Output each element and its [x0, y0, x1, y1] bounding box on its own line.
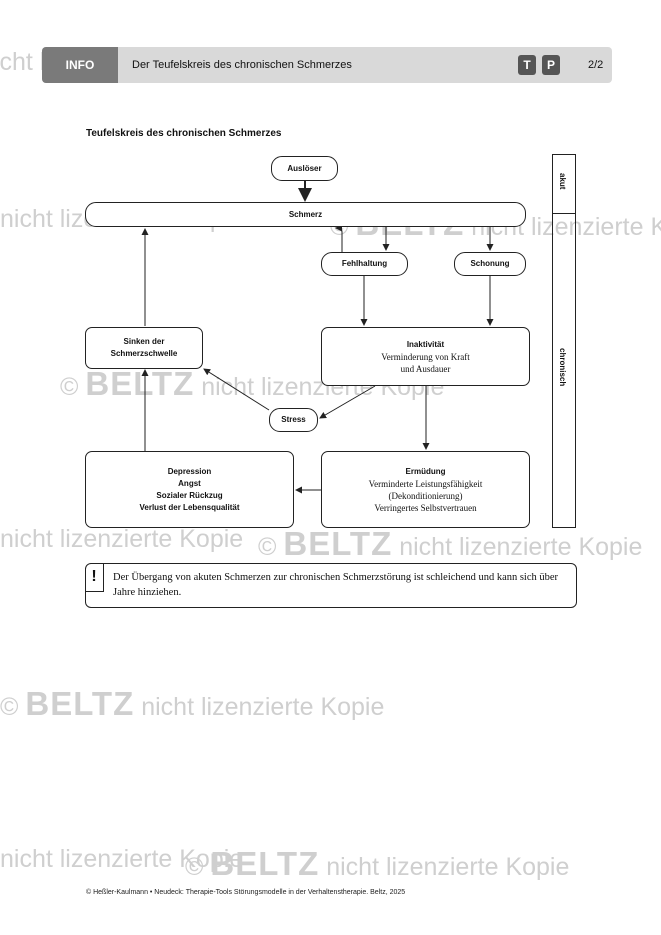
footer-copyright: © Heßler-Kaulmann • Neudeck: Therapie-To…: [86, 889, 406, 896]
timeline-label-chronisch: chronisch: [558, 348, 567, 387]
timeline-bar: [552, 154, 576, 528]
node-fehlhaltung: Fehlhaltung: [321, 252, 408, 276]
node-ausloeser: Auslöser: [271, 156, 338, 181]
timeline-divider: [552, 213, 576, 214]
timeline-label-akut: akut: [558, 173, 567, 190]
node-schonung: Schonung: [454, 252, 526, 276]
exclamation-icon: !: [85, 563, 104, 592]
node-depression: Depression Angst Sozialer Rückzug Verlus…: [85, 451, 294, 528]
note-box: [85, 563, 577, 608]
info-tab: INFO: [42, 47, 118, 83]
node-ermuedung: Ermüdung Verminderte Leistungsfähigkeit …: [321, 451, 530, 528]
node-inaktivitaet: Inaktivität Verminderung von Kraft und A…: [321, 327, 530, 386]
node-stress: Stress: [269, 408, 318, 432]
header-bar: [42, 47, 612, 83]
badge-p: P: [542, 55, 560, 75]
page-title: Der Teufelskreis des chronischen Schmerz…: [132, 59, 352, 71]
page-number: 2/2: [588, 59, 604, 71]
badge-t: T: [518, 55, 536, 75]
note-text: Der Übergang von akuten Schmerzen zur ch…: [113, 572, 559, 598]
node-sinken-schmerzschwelle: Sinken der Schmerzschwelle: [85, 327, 203, 369]
section-title: Teufelskreis des chronischen Schmerzes: [86, 128, 282, 139]
node-schmerz: Schmerz: [85, 202, 526, 227]
